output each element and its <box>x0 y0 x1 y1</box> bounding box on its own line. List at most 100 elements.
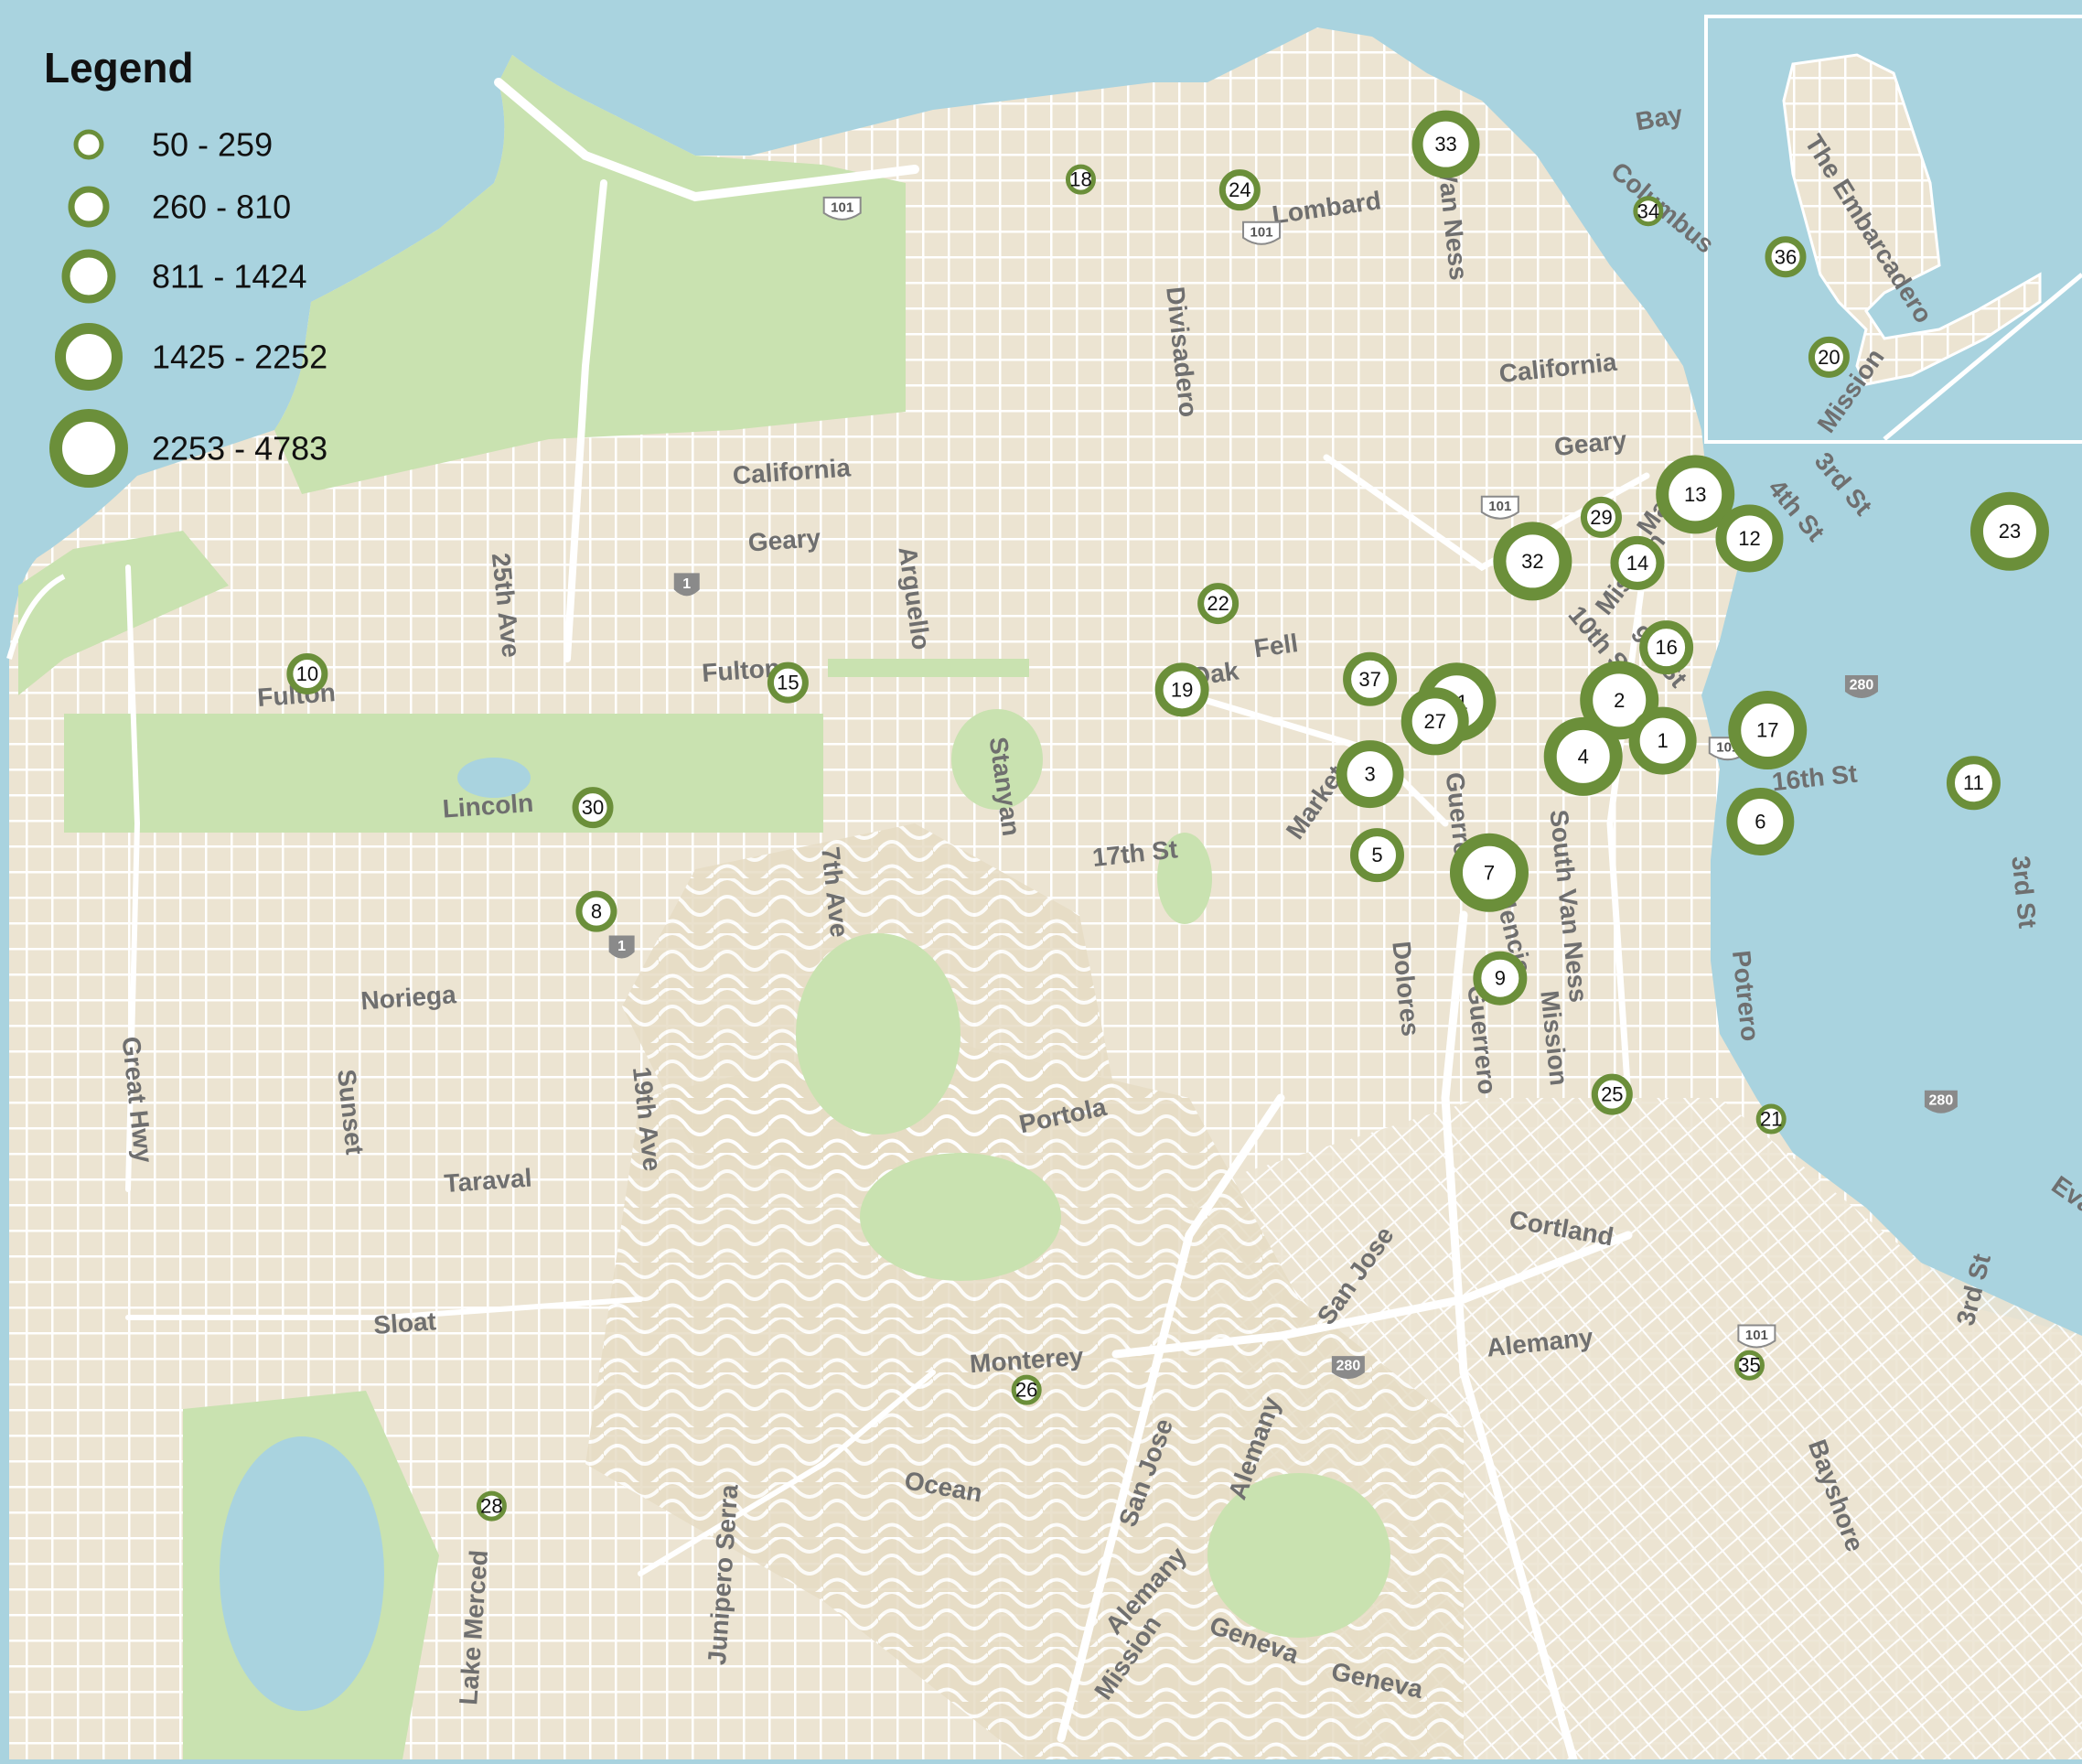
marker-circle[interactable] <box>1197 583 1240 625</box>
marker-circle[interactable] <box>1728 691 1808 770</box>
marker-25[interactable]: 25 <box>1591 1073 1633 1115</box>
svg-text:1: 1 <box>617 939 626 954</box>
marker-circle[interactable] <box>1011 1374 1042 1405</box>
marker-circle[interactable] <box>1349 828 1404 883</box>
marker-circle[interactable] <box>767 662 809 704</box>
marker-circle[interactable] <box>1543 716 1623 796</box>
marker-circle[interactable] <box>1633 196 1664 227</box>
svg-text:1: 1 <box>682 576 691 592</box>
marker-circle[interactable] <box>1336 740 1404 809</box>
marker-29[interactable]: 29 <box>1580 496 1622 538</box>
marker-16[interactable]: 16 <box>1639 620 1694 675</box>
proportional-symbol-markers[interactable]: 2471317233132136122733591114161937810152… <box>286 110 2049 1522</box>
marker-4[interactable]: 4 <box>1543 716 1623 796</box>
marker-circle[interactable] <box>476 1490 507 1522</box>
marker-circle[interactable] <box>1580 496 1622 538</box>
marker-10[interactable]: 10 <box>286 653 328 695</box>
svg-text:280: 280 <box>1929 1092 1954 1108</box>
marker-circle[interactable] <box>1580 661 1659 740</box>
legend-item: 1425 - 2252 <box>55 323 327 391</box>
marker-label: 21 <box>1760 1108 1782 1131</box>
marker-circle[interactable] <box>1733 1350 1765 1381</box>
marker-circle[interactable] <box>1628 706 1697 775</box>
marker-33[interactable]: 33 <box>1411 110 1480 178</box>
marker-circle[interactable] <box>1808 336 1850 378</box>
park-golden-gate <box>64 714 823 833</box>
marker-8[interactable]: 8 <box>575 890 617 932</box>
marker-5[interactable]: 5 <box>1349 828 1404 883</box>
marker-11[interactable]: 11 <box>1946 756 2001 811</box>
marker-circle[interactable] <box>1656 455 1735 534</box>
marker-label: 25 <box>1601 1083 1623 1106</box>
marker-26[interactable]: 26 <box>1011 1374 1042 1405</box>
legend-label: 2253 - 4783 <box>152 430 327 468</box>
marker-9[interactable]: 9 <box>1473 951 1528 1006</box>
marker-circle[interactable] <box>1969 491 2049 571</box>
marker-circle[interactable] <box>1726 788 1795 856</box>
marker-circle[interactable] <box>1473 951 1528 1006</box>
legend-symbol <box>49 409 128 488</box>
marker-label: 2 <box>1614 689 1625 712</box>
street-label: Geary <box>747 523 822 556</box>
marker-label: 15 <box>777 672 799 694</box>
marker-34[interactable]: 34 <box>1633 196 1664 227</box>
marker-35[interactable]: 35 <box>1733 1350 1765 1381</box>
marker-label: 24 <box>1229 178 1250 201</box>
marker-18[interactable]: 18 <box>1065 164 1096 195</box>
svg-text:101: 101 <box>831 199 853 215</box>
marker-20[interactable]: 20 <box>1808 336 1850 378</box>
marker-19[interactable]: 19 <box>1154 662 1209 717</box>
marker-label: 37 <box>1358 668 1380 691</box>
marker-circle[interactable] <box>1946 756 2001 811</box>
marker-14[interactable]: 14 <box>1610 535 1665 590</box>
legend-item: 50 - 259 <box>73 126 273 164</box>
marker-27[interactable]: 27 <box>1401 687 1469 756</box>
marker-3[interactable]: 3 <box>1336 740 1404 809</box>
marker-circle[interactable] <box>1218 169 1261 211</box>
marker-15[interactable]: 15 <box>767 662 809 704</box>
marker-22[interactable]: 22 <box>1197 583 1240 625</box>
marker-17[interactable]: 17 <box>1728 691 1808 770</box>
marker-circle[interactable] <box>1449 833 1529 912</box>
park-glen <box>860 1153 1061 1281</box>
marker-2[interactable]: 2 <box>1580 661 1659 740</box>
marker-circle[interactable] <box>1065 164 1096 195</box>
marker-circle[interactable] <box>286 653 328 695</box>
marker-30[interactable]: 30 <box>572 787 614 829</box>
marker-circle[interactable] <box>1639 620 1694 675</box>
marker-13[interactable]: 13 <box>1656 455 1735 534</box>
highway-shield-us-101: 101 <box>1737 1324 1776 1349</box>
marker-circle[interactable] <box>1610 535 1665 590</box>
ocean-beach <box>6 574 66 660</box>
marker-1[interactable]: 1 <box>1628 706 1697 775</box>
marker-37[interactable]: 37 <box>1343 651 1398 706</box>
marker-circle[interactable] <box>1411 110 1480 178</box>
marker-circle[interactable] <box>1765 236 1807 278</box>
marker-circle[interactable] <box>575 890 617 932</box>
marker-label: 13 <box>1684 483 1706 506</box>
marker-label: 33 <box>1434 133 1456 156</box>
marker-circle[interactable] <box>1343 651 1398 706</box>
marker-label: 5 <box>1371 844 1382 866</box>
marker-circle[interactable] <box>1154 662 1209 717</box>
marker-6[interactable]: 6 <box>1726 788 1795 856</box>
marker-36[interactable]: 36 <box>1765 236 1807 278</box>
marker-23[interactable]: 23 <box>1969 491 2049 571</box>
marker-21[interactable]: 21 <box>1755 1103 1787 1135</box>
marker-label: 3 <box>1364 763 1375 786</box>
legend-title: Legend <box>44 44 194 91</box>
marker-circle[interactable] <box>1493 522 1572 601</box>
marker-circle[interactable] <box>1591 1073 1633 1115</box>
marker-7[interactable]: 7 <box>1449 833 1529 912</box>
street-label: Noriega <box>360 980 457 1015</box>
marker-circle[interactable] <box>1401 687 1469 756</box>
marker-circle[interactable] <box>1755 1103 1787 1135</box>
marker-circle[interactable] <box>1715 504 1784 573</box>
marker-28[interactable]: 28 <box>476 1490 507 1522</box>
marker-12[interactable]: 12 <box>1715 504 1784 573</box>
marker-24[interactable]: 24 <box>1218 169 1261 211</box>
marker-32[interactable]: 32 <box>1493 522 1572 601</box>
marker-circle[interactable] <box>572 787 614 829</box>
marker-label: 9 <box>1495 967 1506 990</box>
